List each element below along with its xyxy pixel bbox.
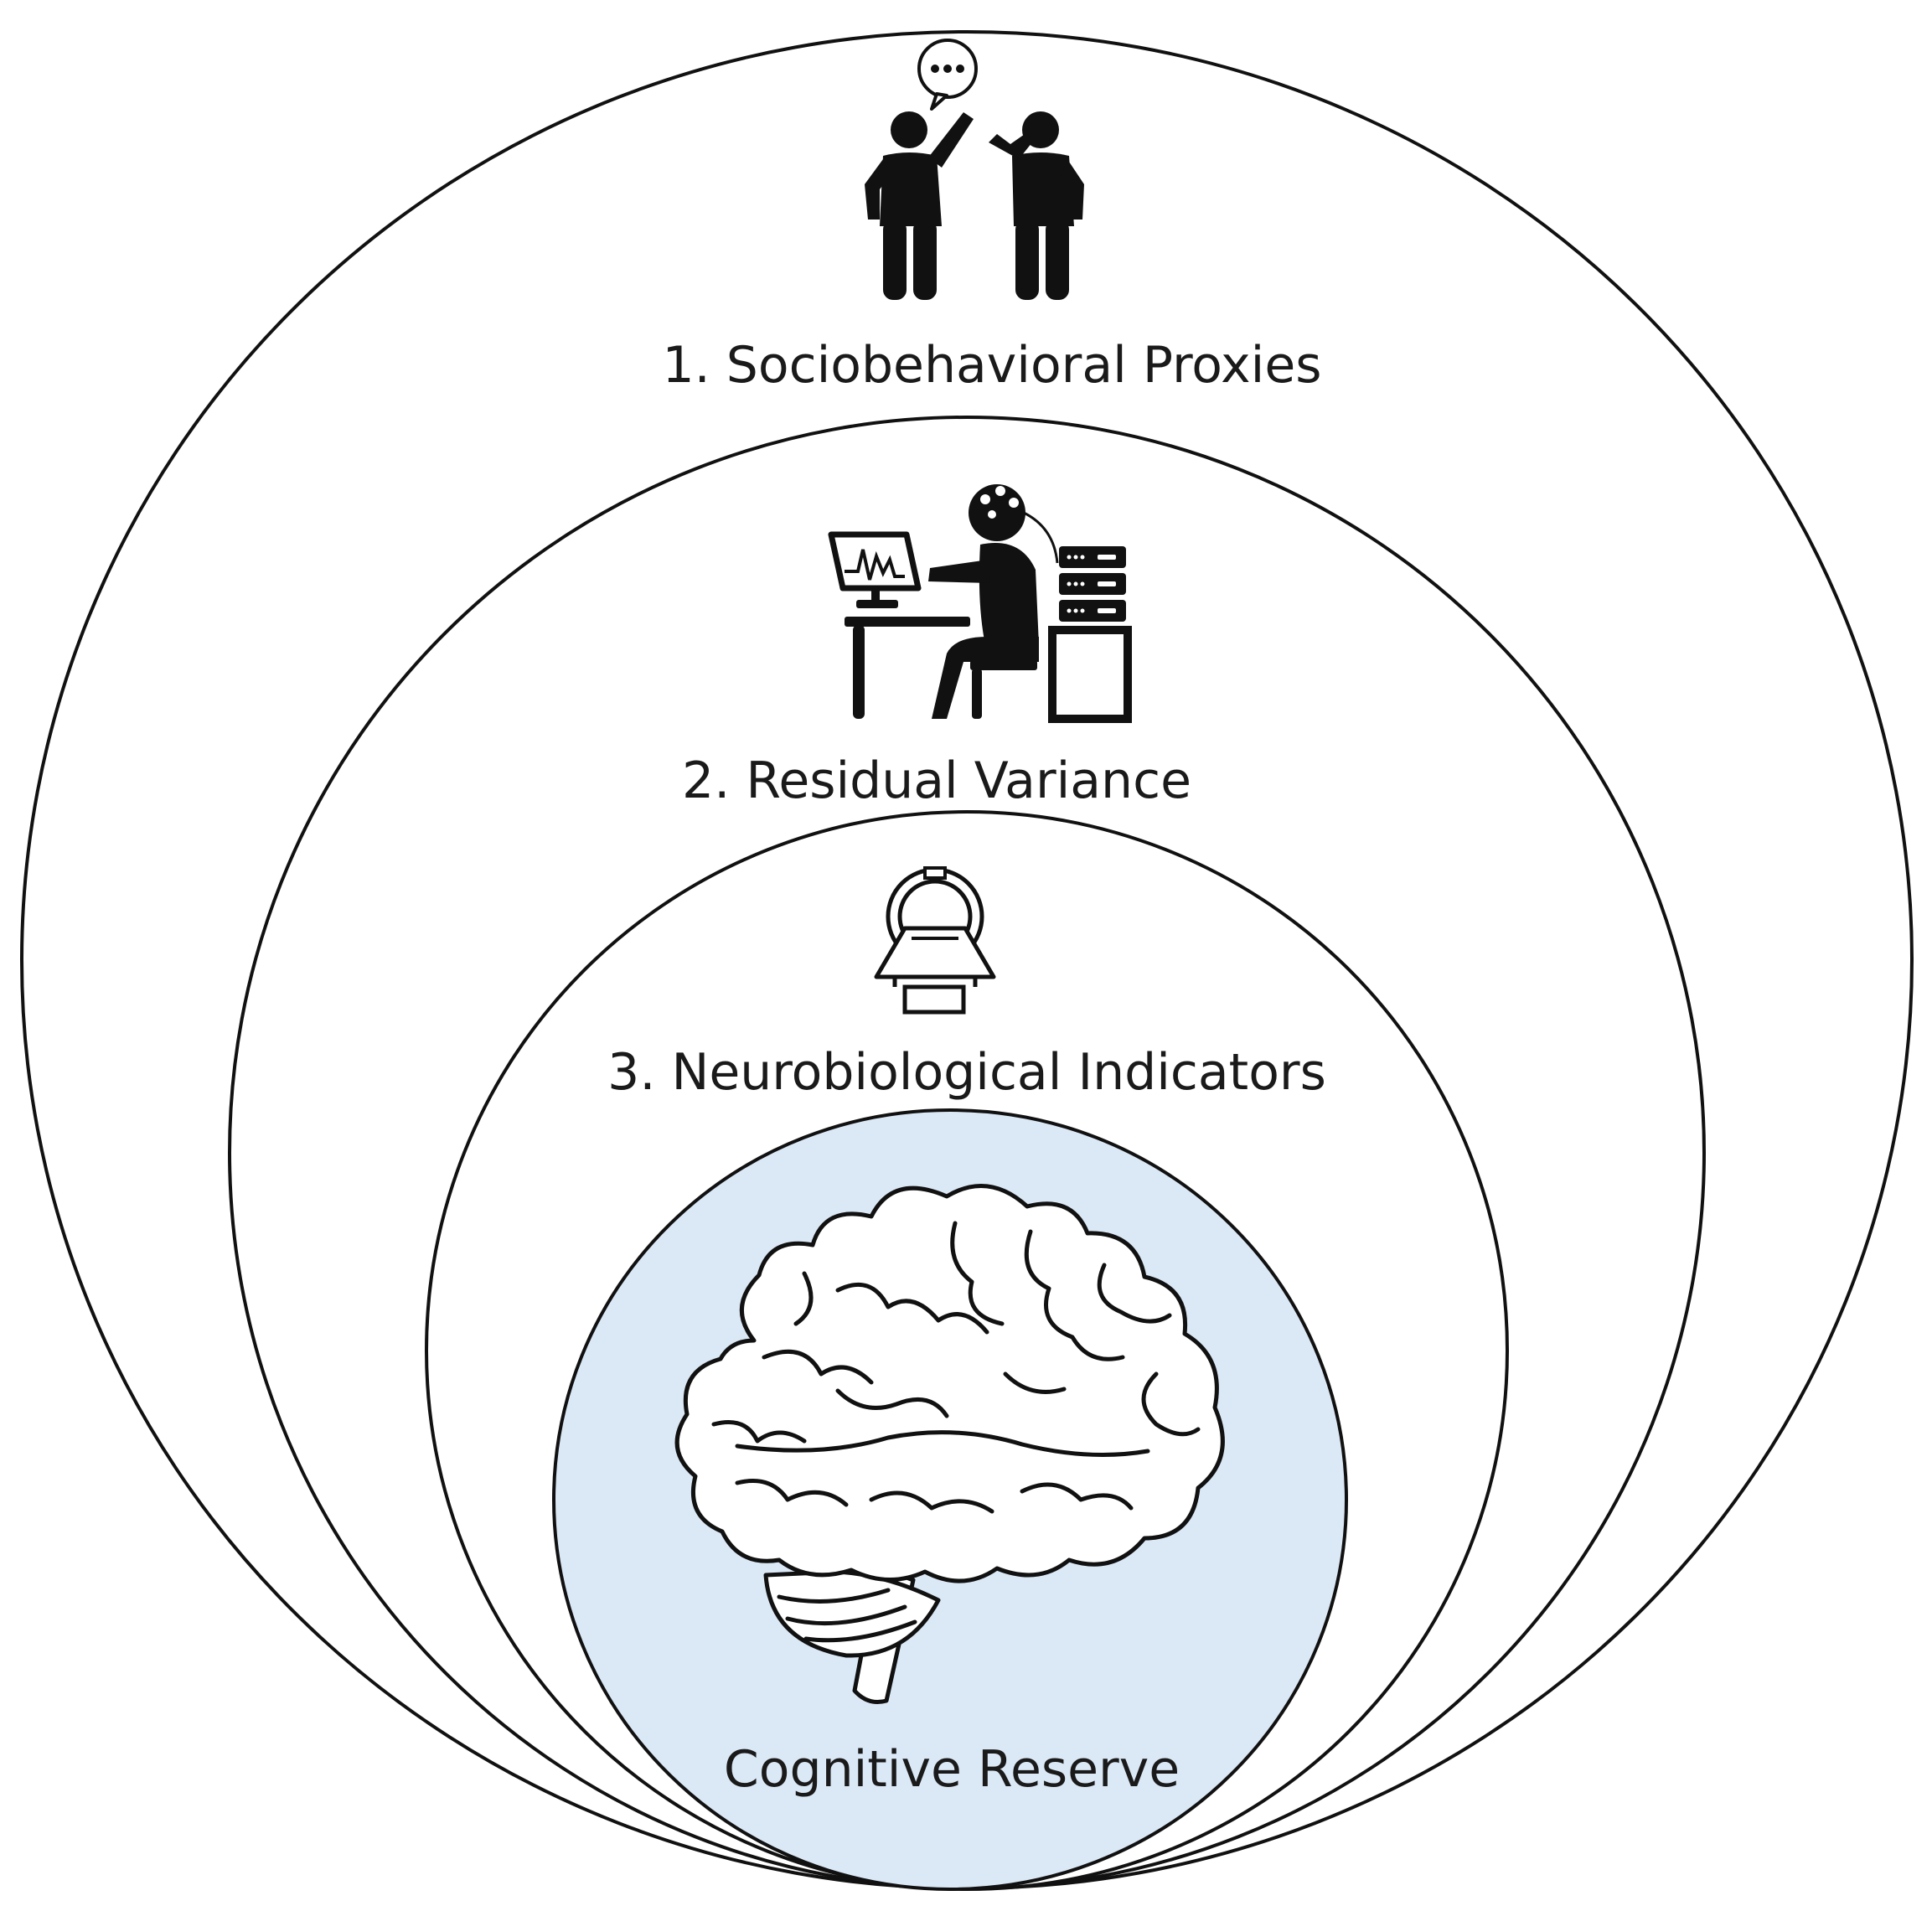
mri-scanner-icon xyxy=(874,866,996,1015)
people-talking-icon xyxy=(865,39,1084,300)
layer-label-sociobehavioral: 1. Sociobehavioral Proxies xyxy=(662,336,1321,395)
brain-icon xyxy=(674,1184,1225,1704)
layer-label-residual: 2. Residual Variance xyxy=(682,752,1191,810)
layer-label-cognitive-reserve: Cognitive Reserve xyxy=(724,1740,1180,1799)
layer-label-neurobiological: 3. Neurobiological Indicators xyxy=(607,1043,1326,1102)
eeg-researcher-icon xyxy=(828,484,1132,723)
